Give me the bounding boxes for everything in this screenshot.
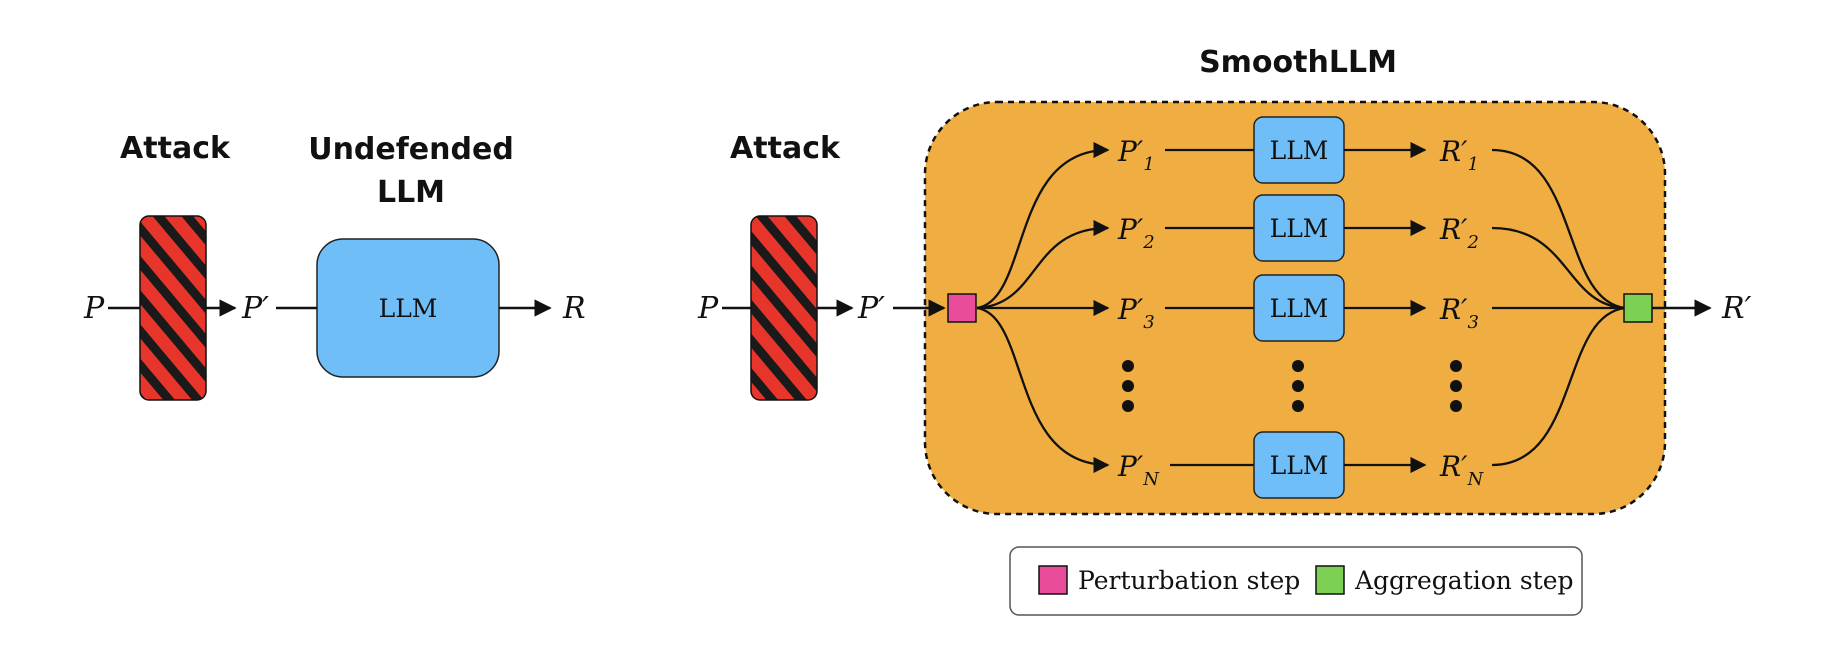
ellipsis-prompt-dot-3 — [1122, 400, 1134, 412]
legend-aggregation-swatch — [1315, 565, 1345, 595]
prompt-1: P′1 — [1117, 135, 1155, 175]
fan-curve-1 — [976, 141, 1110, 310]
left-input-p: P — [83, 291, 105, 326]
legend-perturbation-swatch — [1038, 565, 1068, 595]
undefended-title-line1: Undefended — [308, 132, 514, 167]
left-attack-label: Attack — [120, 131, 231, 166]
ellipsis-response-dot-3 — [1450, 400, 1462, 412]
legend-perturbation-label: Perturbation step — [1078, 566, 1300, 595]
row-n: P′N LLM R′N — [1117, 431, 1484, 499]
fan-curve-2 — [976, 219, 1110, 310]
response-1: R′1 — [1439, 135, 1479, 175]
aggregate-fanin — [1491, 148, 1626, 467]
left-output-r: R — [562, 291, 586, 326]
aggregation-step-node — [1623, 293, 1653, 323]
ellipsis-response-dot-2 — [1450, 380, 1462, 392]
llm-label-2: LLM — [1270, 214, 1329, 243]
right-attack-block — [750, 215, 818, 401]
ellipsis-llm-dot-3 — [1292, 400, 1304, 412]
legend-aggregation-label: Aggregation step — [1354, 566, 1574, 595]
response-3: R′3 — [1439, 293, 1479, 333]
legend: Perturbation step Aggregation step — [1009, 546, 1583, 616]
smoothllm-title: SmoothLLM — [1199, 45, 1397, 80]
undefended-panel: Attack Undefended LLM LLM P P′ R — [83, 131, 586, 401]
legend-box — [1009, 546, 1583, 616]
fan-curve-n — [976, 306, 1110, 474]
llm-label-1: LLM — [1270, 136, 1329, 165]
fanin-curve-n — [1491, 306, 1626, 467]
fanin-curve-1 — [1491, 148, 1626, 310]
prompt-3: P′3 — [1117, 293, 1155, 333]
smoothllm-panel: SmoothLLM Attack P P′ R′ P′1 — [697, 45, 1752, 516]
ellipsis-llm-dot-1 — [1292, 360, 1304, 372]
prompt-n: P′N — [1117, 450, 1160, 490]
row-3: P′3 LLM R′3 — [1117, 274, 1479, 342]
ellipsis-response-dot-1 — [1450, 360, 1462, 372]
undefended-title-line2: LLM — [377, 175, 445, 210]
vertical-ellipsis — [1122, 360, 1462, 412]
ellipsis-llm-dot-2 — [1292, 380, 1304, 392]
left-attacked-p: P′ — [241, 291, 269, 326]
prompt-2: P′2 — [1117, 213, 1155, 253]
right-attack-label: Attack — [730, 131, 841, 166]
llm-label-n: LLM — [1270, 451, 1329, 480]
row-2: P′2 LLM R′2 — [1117, 194, 1479, 262]
right-input-p: P — [697, 291, 719, 326]
perturbation-step-node — [947, 293, 977, 323]
perturb-fanout — [976, 141, 1110, 474]
undefended-llm-label: LLM — [379, 294, 438, 323]
llm-label-3: LLM — [1270, 294, 1329, 323]
response-2: R′2 — [1439, 213, 1479, 253]
right-output-r: R′ — [1721, 291, 1752, 326]
left-attack-block — [139, 215, 207, 401]
right-attacked-p: P′ — [857, 291, 885, 326]
response-n: R′N — [1439, 450, 1484, 490]
ellipsis-prompt-dot-1 — [1122, 360, 1134, 372]
row-1: P′1 LLM R′1 — [1117, 116, 1479, 184]
ellipsis-prompt-dot-2 — [1122, 380, 1134, 392]
fanin-curve-2 — [1491, 226, 1626, 310]
